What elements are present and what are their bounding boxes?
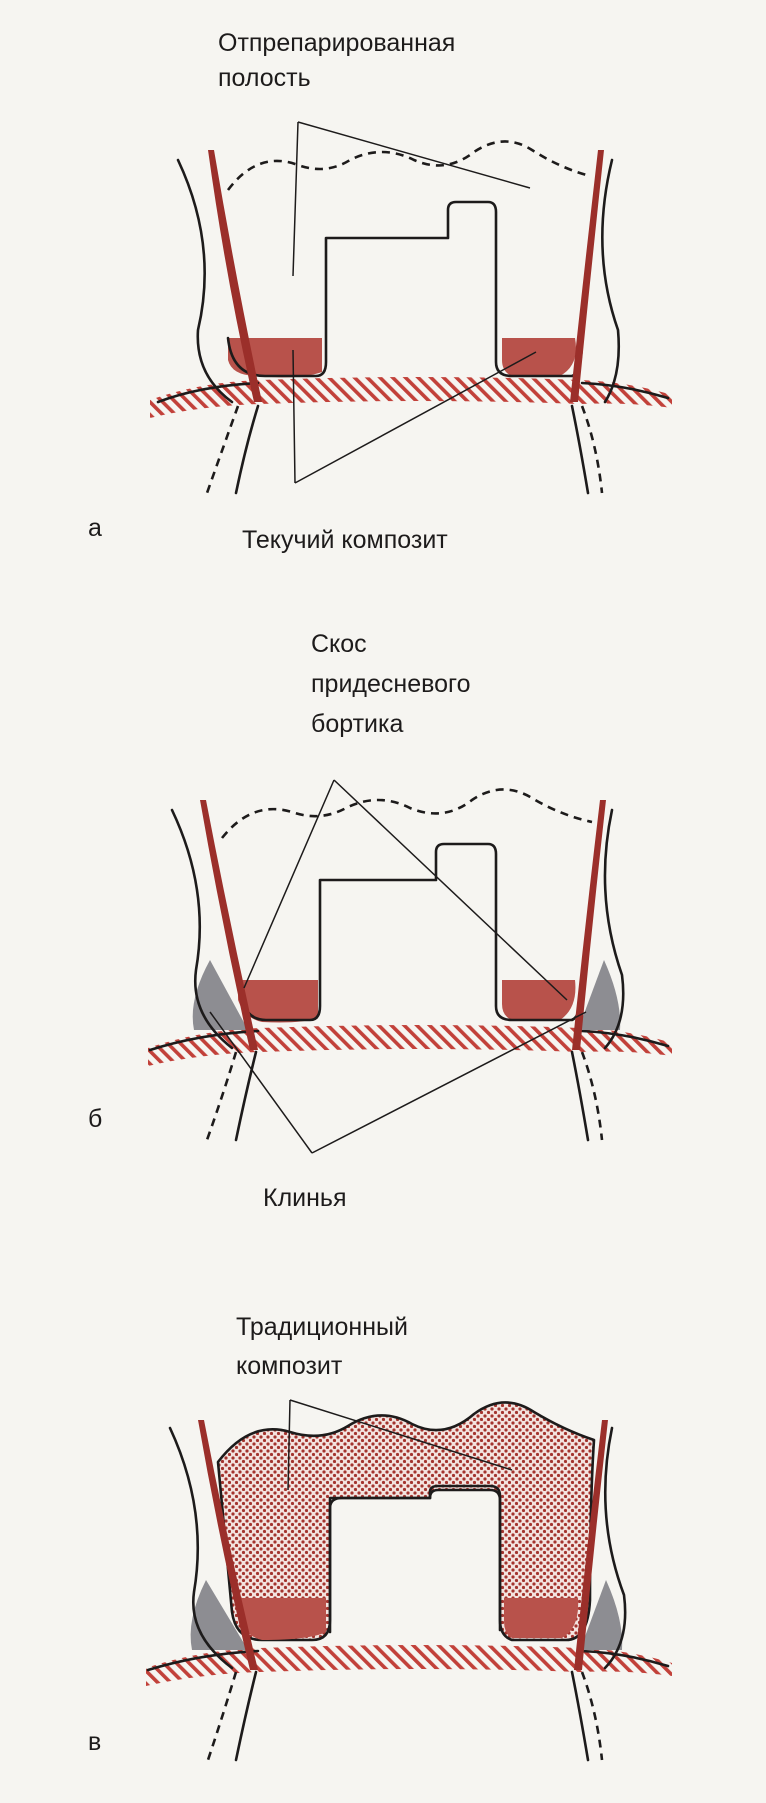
matrix-band-left (198, 1420, 258, 1670)
prepared-cavity-outline (226, 200, 584, 378)
right-tooth-outline (603, 1426, 627, 1670)
left-root-line (234, 404, 260, 495)
panel-b: Скос придесневого бортика б Клинья (88, 630, 672, 1212)
right-root-line (570, 1670, 590, 1762)
right-tooth-outline (603, 808, 625, 1050)
gingiva-line (148, 1029, 260, 1052)
leader-conventional-composite (287, 1399, 513, 1491)
left-root-dashes (205, 405, 240, 494)
right-root-dashes (580, 405, 604, 494)
original-contour-dashed (220, 788, 593, 839)
leader-bevel (243, 779, 568, 1001)
label-prepared-cavity-line2: полость (218, 64, 311, 92)
label-conventional-composite-line1: Традиционный (236, 1313, 408, 1341)
prepared-cavity-outline (236, 842, 584, 1022)
flowable-composite-right (502, 338, 576, 376)
panel-letter-b: б (88, 1105, 102, 1133)
composite-inner-step (328, 1484, 502, 1634)
matrix-band-right (574, 1420, 608, 1670)
wedge-right (578, 960, 621, 1030)
gingiva-line (156, 381, 260, 404)
matrix-band-right (570, 150, 604, 402)
label-bevel-line2: придесневого (311, 670, 471, 698)
left-tooth-outline (176, 158, 234, 404)
wedge-left (190, 1580, 248, 1650)
right-root-dashes (580, 1051, 604, 1141)
right-tooth-outline (601, 158, 621, 404)
leader-wedges (209, 1011, 587, 1154)
label-conventional-composite-line2: композит (236, 1352, 343, 1380)
original-contour-dashed (226, 140, 591, 191)
matrix-band-left (208, 150, 262, 402)
flowable-composite-right (502, 980, 576, 1020)
left-tooth-outline (170, 808, 234, 1050)
gingiva-line-right (580, 1649, 670, 1668)
wedge-left (192, 960, 248, 1030)
label-wedges: Клинья (263, 1184, 346, 1212)
flowable-composite-right (504, 1598, 579, 1638)
flowable-composite-left (238, 980, 318, 1023)
leader-flowable-composite (292, 349, 537, 484)
flowable-composite-left (240, 1598, 326, 1640)
label-bevel-line1: Скос (311, 630, 367, 658)
right-root-line (570, 404, 590, 495)
panel-a: Отпрепарированная полость а Текучий комп… (88, 29, 672, 554)
gingiva-hatch (146, 1645, 672, 1686)
gingiva-line-right (580, 1029, 670, 1048)
leader-prepared-cavity (292, 121, 531, 277)
left-root-dashes (205, 1051, 238, 1141)
gingiva-line-right (580, 381, 670, 400)
panel-c: Традиционный композит в (88, 1313, 672, 1762)
right-root-line (570, 1050, 590, 1142)
wedge-right (580, 1580, 623, 1650)
gingiva-hatch (150, 377, 672, 418)
label-bevel-line3: бортика (311, 710, 403, 738)
panel-letter-a: а (88, 514, 102, 542)
label-flowable-composite: Текучий композит (242, 526, 448, 554)
left-root-dashes (206, 1671, 238, 1761)
left-root-line (234, 1670, 258, 1762)
matrix-band-right (572, 800, 606, 1050)
left-tooth-outline (168, 1426, 234, 1670)
right-root-dashes (580, 1671, 604, 1761)
left-root-line (234, 1050, 258, 1142)
panel-letter-c: в (88, 1728, 101, 1756)
label-prepared-cavity-line1: Отпрепарированная (218, 29, 455, 57)
